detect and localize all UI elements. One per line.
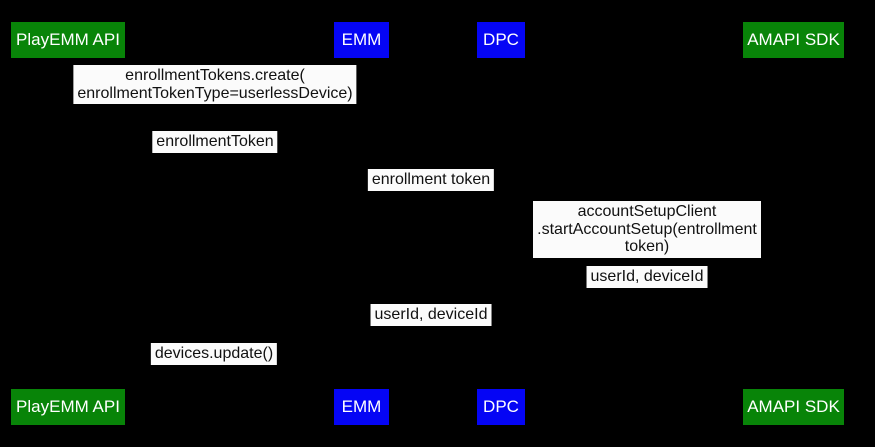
actor-emm-top: EMM — [334, 22, 389, 58]
message-enrollment-token-to-dpc: enrollment token — [367, 169, 495, 191]
message-start-account-setup: accountSetupClient .startAccountSetup(en… — [533, 201, 761, 258]
message-userid-deviceid-return: userId, deviceId — [586, 266, 708, 288]
actor-dpc-top: DPC — [477, 22, 525, 58]
actor-amapi-sdk-bottom: AMAPI SDK — [743, 389, 844, 425]
actor-playemm-api-top: PlayEMM API — [11, 22, 125, 58]
actor-amapi-sdk-top: AMAPI SDK — [743, 22, 844, 58]
message-devices-update: devices.update() — [150, 343, 278, 365]
message-userid-deviceid-to-emm: userId, deviceId — [370, 304, 492, 326]
message-enrollment-tokens-create: enrollmentTokens.create( enrollmentToken… — [73, 65, 357, 104]
actor-dpc-bottom: DPC — [477, 389, 525, 425]
actor-playemm-api-bottom: PlayEMM API — [11, 389, 125, 425]
actor-emm-bottom: EMM — [334, 389, 389, 425]
message-enrollment-token-return: enrollmentToken — [152, 131, 278, 153]
